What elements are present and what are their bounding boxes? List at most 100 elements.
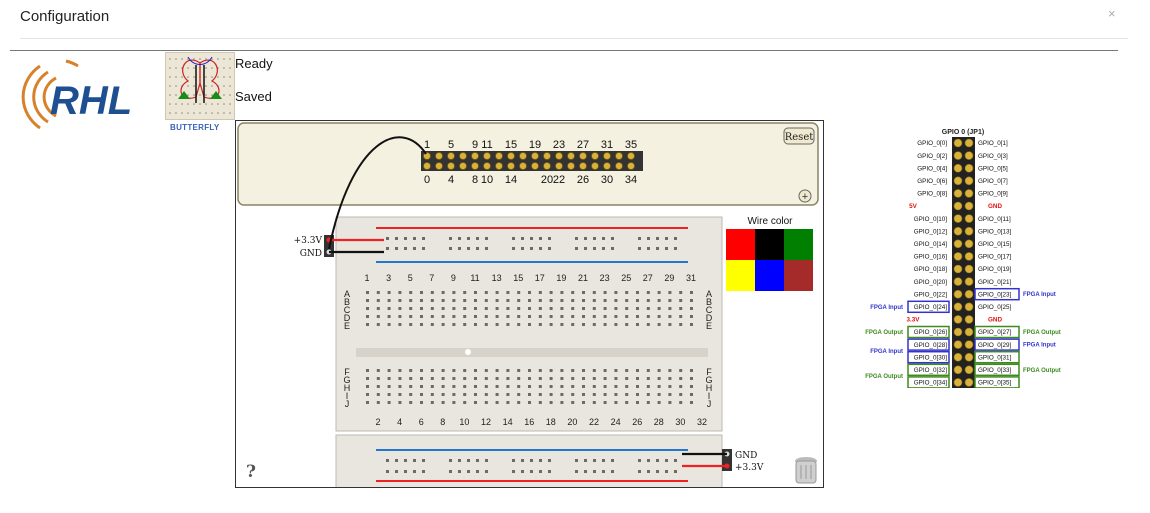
header-pin[interactable] bbox=[579, 162, 587, 170]
gpio-left-label: GPIO_0[2] bbox=[917, 153, 947, 160]
breadboard-hole bbox=[538, 377, 542, 380]
breadboard-hole bbox=[463, 377, 467, 380]
header-pin[interactable] bbox=[495, 162, 503, 170]
breadboard-hole bbox=[582, 385, 585, 388]
gpio-pin bbox=[964, 302, 974, 312]
breadboard-hole bbox=[668, 299, 672, 302]
header-pin[interactable] bbox=[627, 162, 635, 170]
header-pin[interactable] bbox=[459, 152, 467, 160]
butterfly-thumbnail[interactable] bbox=[165, 52, 235, 120]
header-pin[interactable] bbox=[603, 162, 611, 170]
rail-hole bbox=[602, 247, 605, 250]
breadboard-hole bbox=[474, 323, 477, 326]
add-button[interactable] bbox=[798, 189, 812, 203]
wire-color-swatch[interactable] bbox=[784, 260, 813, 291]
header-pin[interactable] bbox=[483, 152, 491, 160]
breadboard-hole bbox=[463, 401, 467, 404]
header-pin[interactable] bbox=[567, 152, 575, 160]
breadboard-hole bbox=[484, 369, 488, 372]
header-pin[interactable] bbox=[435, 162, 443, 170]
breadboard-hole bbox=[625, 307, 629, 310]
breadboard-hole bbox=[528, 385, 531, 388]
gpio-pin-diagram: GPIO 0 (JP1) GPIO_0[0]GPIO_0[1]GPIO_0[2]… bbox=[865, 129, 1061, 388]
header-pin[interactable] bbox=[543, 162, 551, 170]
header-pin[interactable] bbox=[423, 162, 431, 170]
header-pin[interactable] bbox=[555, 162, 563, 170]
help-icon[interactable]: ? bbox=[246, 462, 256, 482]
gpio-pin bbox=[953, 138, 963, 148]
wire-color-swatch[interactable] bbox=[755, 260, 784, 291]
trash-icon[interactable] bbox=[795, 457, 817, 484]
breadboard-hole bbox=[387, 393, 391, 396]
gpio-right-label: GPIO_0[1] bbox=[978, 140, 1008, 147]
rail-hole bbox=[602, 459, 605, 462]
header-pin[interactable] bbox=[543, 152, 551, 160]
header-pin[interactable] bbox=[471, 152, 479, 160]
header-pin[interactable] bbox=[531, 162, 539, 170]
rail-hole bbox=[602, 237, 605, 240]
rail-hole bbox=[413, 237, 416, 240]
breadboard-hole bbox=[668, 385, 672, 388]
header-pin[interactable] bbox=[579, 152, 587, 160]
row-letter: A bbox=[706, 289, 712, 299]
header-pin[interactable] bbox=[519, 152, 527, 160]
header-pin[interactable] bbox=[591, 152, 599, 160]
rail-hole bbox=[386, 459, 389, 462]
close-icon[interactable]: × bbox=[1108, 6, 1116, 21]
header-pin[interactable] bbox=[615, 152, 623, 160]
column-number: 8 bbox=[440, 417, 445, 427]
rail-hole bbox=[611, 470, 614, 473]
header-pin[interactable] bbox=[555, 152, 563, 160]
breadboard-hole bbox=[495, 307, 499, 310]
header-pin[interactable] bbox=[507, 152, 515, 160]
rail-hole bbox=[647, 459, 650, 462]
header-pin[interactable] bbox=[507, 162, 515, 170]
header-pin[interactable] bbox=[471, 162, 479, 170]
rail-hole bbox=[413, 470, 416, 473]
gpio-box bbox=[907, 338, 950, 351]
header-pin[interactable] bbox=[495, 152, 503, 160]
breadboard-hole bbox=[560, 369, 564, 372]
breadboard-hole bbox=[409, 307, 413, 310]
breadboard-hole bbox=[571, 385, 575, 388]
breadboard-hole bbox=[452, 307, 456, 310]
header-pin[interactable] bbox=[591, 162, 599, 170]
header-pin[interactable] bbox=[603, 152, 611, 160]
breadboard-hole bbox=[571, 401, 575, 404]
breadboard-hole bbox=[441, 315, 445, 318]
header-pin[interactable] bbox=[435, 152, 443, 160]
gpio-pin bbox=[953, 289, 963, 299]
breadboard-hole bbox=[517, 377, 521, 380]
wire-color-swatch[interactable] bbox=[726, 229, 755, 260]
wire-color-swatch[interactable] bbox=[784, 229, 813, 260]
header-pin-number: 20 bbox=[541, 174, 553, 186]
wire-to-header[interactable] bbox=[328, 136, 427, 250]
reset-button[interactable] bbox=[783, 127, 815, 145]
header-pin[interactable] bbox=[627, 152, 635, 160]
rail-hole bbox=[395, 247, 398, 250]
breadboard-hole bbox=[398, 369, 402, 372]
header-pin[interactable] bbox=[531, 152, 539, 160]
header-pin[interactable] bbox=[483, 162, 491, 170]
rail-hole bbox=[584, 237, 587, 240]
breadboard-hole bbox=[398, 315, 402, 318]
breadboard-hole bbox=[549, 299, 553, 302]
header-pin[interactable] bbox=[615, 162, 623, 170]
rail-hole bbox=[638, 237, 641, 240]
breadboard-hole bbox=[474, 401, 477, 404]
breadboard-hole bbox=[387, 385, 391, 388]
header-pin[interactable] bbox=[519, 162, 527, 170]
header-pin[interactable] bbox=[447, 162, 455, 170]
breadboard-hole bbox=[517, 369, 521, 372]
column-number: 30 bbox=[675, 417, 685, 427]
header-pin[interactable] bbox=[447, 152, 455, 160]
wire-color-swatch[interactable] bbox=[726, 260, 755, 291]
wire-color-swatch[interactable] bbox=[755, 229, 784, 260]
header-pin[interactable] bbox=[459, 162, 467, 170]
header-pin[interactable] bbox=[567, 162, 575, 170]
breadboard-hole bbox=[657, 401, 661, 404]
breadboard-hole bbox=[592, 369, 596, 372]
gpio-left-label: GPIO_0[6] bbox=[917, 178, 947, 185]
